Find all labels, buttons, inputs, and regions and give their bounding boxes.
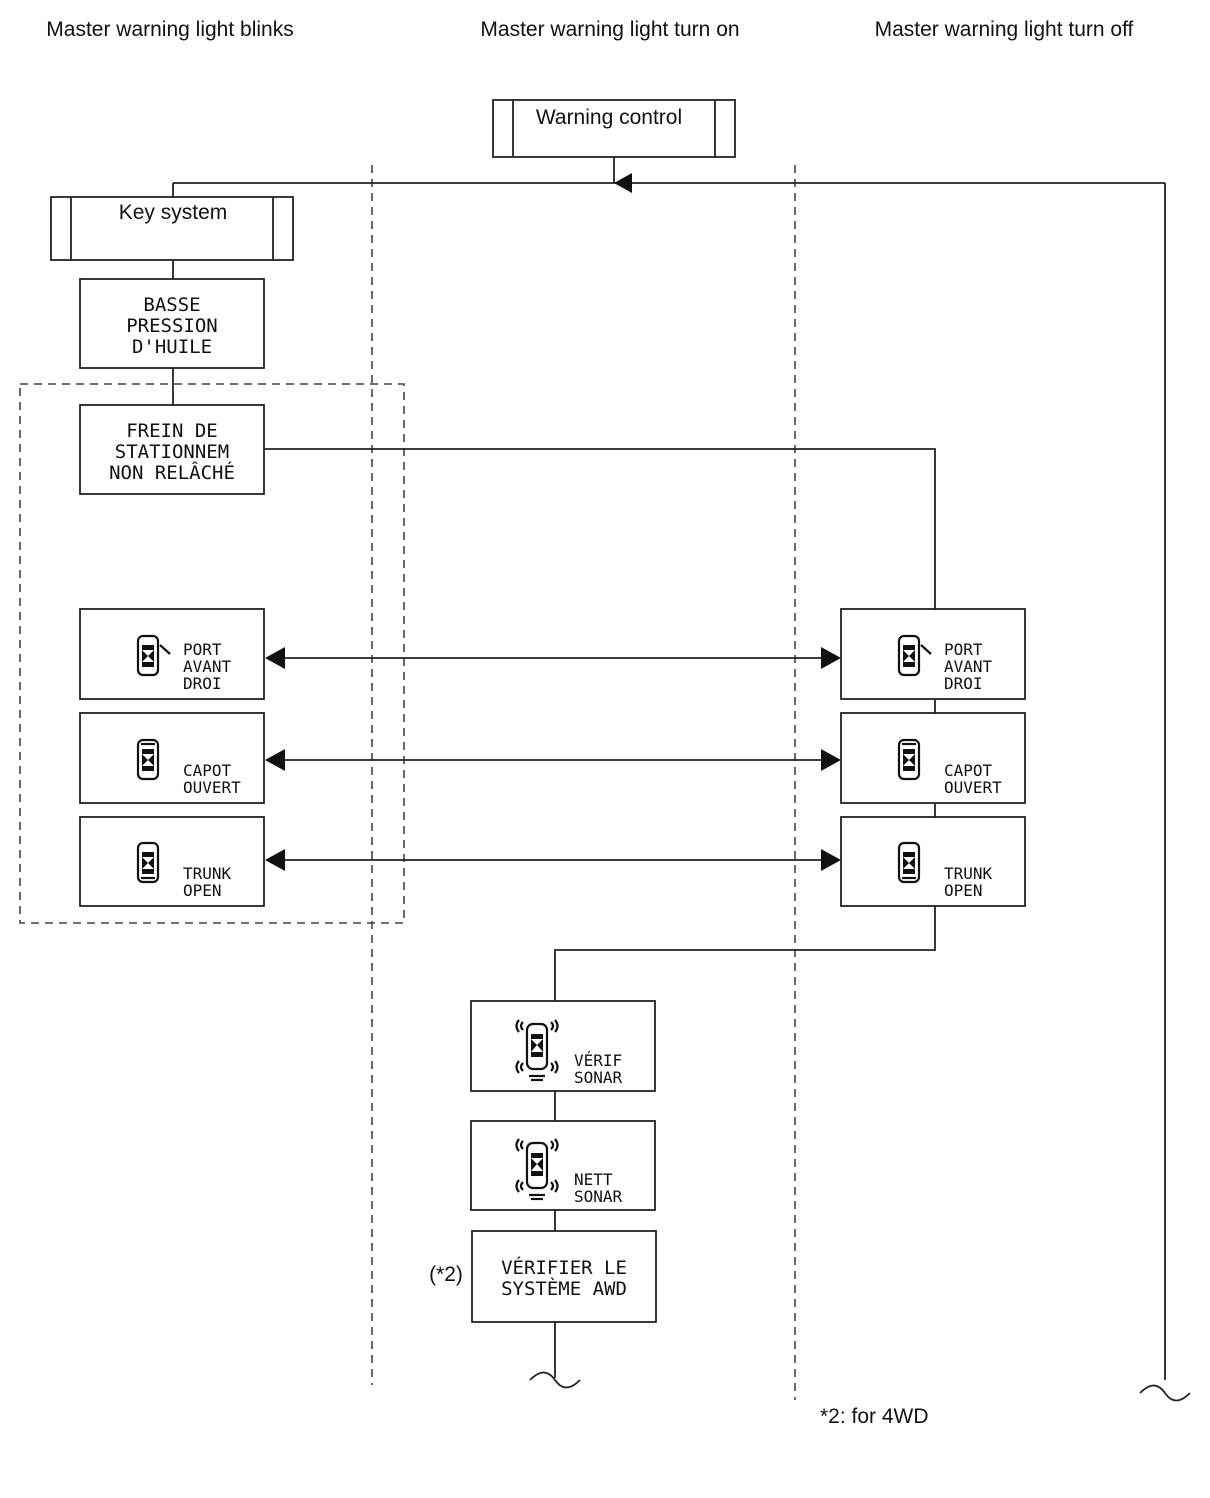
- hood-link-arrow: [265, 749, 841, 771]
- left-hood-box: CAPOT OUVERT: [79, 712, 265, 804]
- car-hood-icon: [136, 738, 160, 781]
- left-door-box: PORT AVANT DROI: [79, 608, 265, 700]
- left-trunk-line-2: OPEN: [183, 881, 222, 900]
- left-door-line-2: AVANT: [183, 657, 232, 676]
- sonar-check-line-1: VÉRIF: [574, 1051, 622, 1070]
- trunk-link-arrow: [265, 849, 841, 871]
- sonar-clean-line-1: NETT: [574, 1170, 613, 1189]
- column-header-turn-off: Master warning light turn off: [875, 18, 1134, 41]
- parking-brake-connector: [264, 448, 936, 609]
- right-hood-line-2: OUVERT: [944, 778, 1002, 797]
- parking-brake-line-3: NON RELÂCHÉ: [109, 461, 235, 484]
- right-door-line-1: PORT: [944, 640, 983, 659]
- key-system-box: Key system: [50, 196, 294, 261]
- car-door-open-icon: [897, 634, 932, 677]
- parking-brake-line-1: FREIN DE: [126, 420, 218, 442]
- left-hood-line-2: OUVERT: [183, 778, 241, 797]
- break-mark-right: [1139, 1384, 1191, 1402]
- sonar-car-icon: [515, 1019, 559, 1082]
- sonar-clean-box: NETT SONAR: [470, 1120, 656, 1211]
- column-header-blinks: Master warning light blinks: [46, 18, 293, 41]
- right-to-center-connector: [554, 906, 936, 1001]
- right-trunk-line-1: TRUNK: [944, 864, 993, 883]
- oil-pressure-line-1: BASSE: [143, 294, 200, 316]
- sonar-car-icon: [515, 1138, 559, 1201]
- oil-pressure-box: BASSE PRESSION D'HUILE: [79, 278, 265, 369]
- right-hood-line-1: CAPOT: [944, 761, 993, 780]
- right-door-line-2: AVANT: [944, 657, 993, 676]
- left-trunk-line-1: TRUNK: [183, 864, 232, 883]
- right-trunk-box: TRUNK OPEN: [840, 816, 1026, 907]
- right-door-box: PORT AVANT DROI: [840, 608, 1026, 700]
- bus-arrow: [614, 173, 632, 193]
- car-hood-icon: [897, 738, 921, 781]
- car-trunk-icon: [136, 841, 160, 884]
- awd-check-line-1: VÉRIFIER LE: [501, 1256, 627, 1279]
- footnote-4wd: *2: for 4WD: [820, 1405, 929, 1428]
- right-door-line-3: DROI: [944, 674, 983, 693]
- break-mark-center: [529, 1371, 581, 1389]
- awd-check-box: VÉRIFIER LE SYSTÈME AWD: [471, 1230, 657, 1323]
- parking-brake-line-2: STATIONNEM: [115, 441, 229, 463]
- door-link-arrow: [265, 647, 841, 669]
- car-door-open-icon: [136, 634, 171, 677]
- left-door-line-1: PORT: [183, 640, 222, 659]
- left-door-line-3: DROI: [183, 674, 222, 693]
- oil-pressure-line-3: D'HUILE: [132, 336, 212, 358]
- left-hood-line-1: CAPOT: [183, 761, 232, 780]
- awd-check-line-2: SYSTÈME AWD: [501, 1277, 627, 1300]
- car-trunk-icon: [897, 841, 921, 884]
- left-trunk-box: TRUNK OPEN: [79, 816, 265, 907]
- right-hood-box: CAPOT OUVERT: [840, 712, 1026, 804]
- awd-footnote-marker: (*2): [429, 1263, 463, 1286]
- column-header-turn-on: Master warning light turn on: [480, 18, 739, 41]
- oil-pressure-line-2: PRESSION: [126, 315, 218, 337]
- right-trunk-line-2: OPEN: [944, 881, 983, 900]
- parking-brake-box: FREIN DE STATIONNEM NON RELÂCHÉ: [79, 404, 265, 495]
- key-system-label: Key system: [119, 201, 228, 224]
- sonar-check-line-2: SONAR: [574, 1068, 623, 1087]
- sonar-clean-line-2: SONAR: [574, 1187, 623, 1206]
- sonar-check-box: VÉRIF SONAR: [470, 1000, 656, 1092]
- warning-control-box: Warning control: [492, 99, 736, 158]
- warning-control-label: Warning control: [536, 106, 682, 129]
